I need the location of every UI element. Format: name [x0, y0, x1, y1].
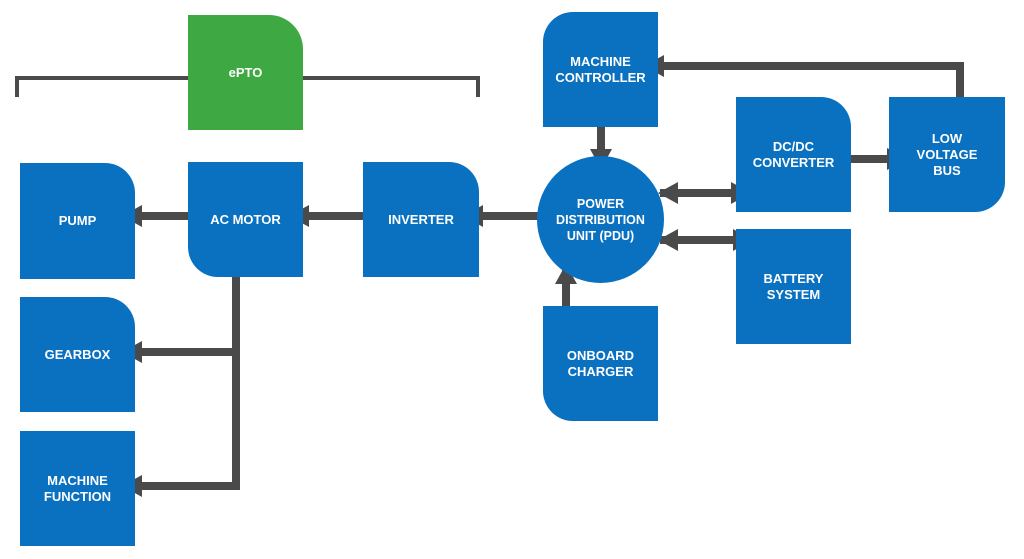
epto-label: ePTO: [228, 64, 263, 80]
onboard-charger-block: ONBOARD CHARGER: [543, 306, 658, 421]
pdu-block: POWER DISTRIBUTION UNIT (PDU): [537, 156, 664, 283]
inverter-label: INVERTER: [388, 211, 454, 227]
machine-controller-label: MACHINE CONTROLLER: [555, 53, 646, 85]
ac-motor-block: AC MOTOR: [188, 162, 303, 277]
gearbox-label: GEARBOX: [44, 346, 111, 362]
onboard-charger-label: ONBOARD CHARGER: [566, 347, 635, 379]
battery-system-label: BATTERY SYSTEM: [763, 270, 824, 302]
dcdc-converter-label: DC/DC CONVERTER: [752, 138, 835, 170]
inverter-block: INVERTER: [363, 162, 479, 277]
epto-block: ePTO: [188, 15, 303, 130]
pump-block: PUMP: [20, 163, 135, 279]
ac-motor-label: AC MOTOR: [210, 211, 281, 227]
gearbox-block: GEARBOX: [20, 297, 135, 412]
machine-controller-block: MACHINE CONTROLLER: [543, 12, 658, 127]
arrow-lvbus-to-controller: [644, 55, 964, 101]
dcdc-converter-block: DC/DC CONVERTER: [736, 97, 851, 212]
battery-system-block: BATTERY SYSTEM: [736, 229, 851, 344]
pdu-label: POWER DISTRIBUTION UNIT (PDU): [556, 196, 645, 243]
machine-function-block: MACHINE FUNCTION: [20, 431, 135, 546]
machine-function-label: MACHINE FUNCTION: [43, 472, 112, 504]
low-voltage-bus-block: LOW VOLTAGE BUS: [889, 97, 1005, 212]
pump-label: PUMP: [58, 213, 97, 228]
low-voltage-bus-label: LOW VOLTAGE BUS: [916, 130, 978, 178]
